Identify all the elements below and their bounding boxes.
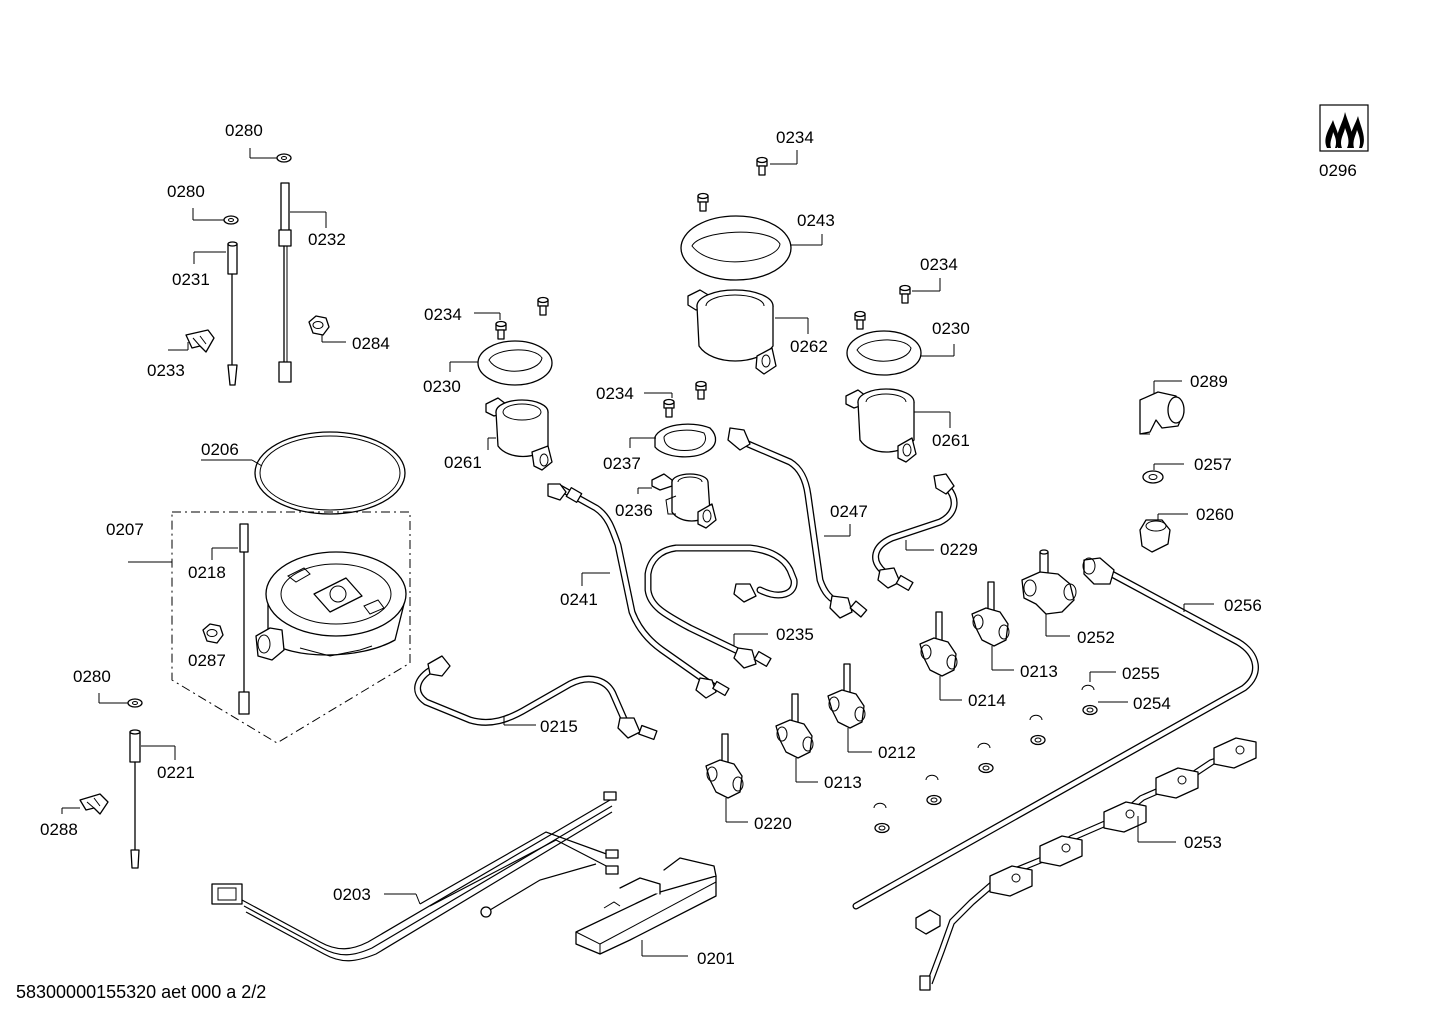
- valve-0213-upper: 0213: [971, 581, 1058, 681]
- label-0234-left: 0234: [424, 305, 462, 324]
- washer-0280-top: 0280: [225, 121, 292, 163]
- label-0215: 0215: [540, 717, 578, 736]
- screw-0234-left: 0234: [424, 296, 549, 340]
- label-0206: 0206: [201, 440, 239, 459]
- label-0212: 0212: [878, 743, 916, 762]
- label-0241: 0241: [560, 590, 598, 609]
- gasket-0230-right: 0230: [846, 319, 970, 376]
- thermocouple-0231: 0231: [172, 241, 238, 386]
- gas-rail-0256: 0256: [852, 557, 1262, 910]
- label-0280-mid: 0280: [167, 182, 205, 201]
- circlip-0255: 0255: [873, 664, 1160, 809]
- label-0203: 0203: [333, 885, 371, 904]
- label-0230-right: 0230: [932, 319, 970, 338]
- screw-0234-right: 0234: [854, 255, 958, 330]
- logo-label: 0296: [1319, 161, 1357, 180]
- label-0207: 0207: [106, 520, 144, 539]
- label-0260: 0260: [1196, 505, 1234, 524]
- gasket-0206: 0206: [201, 431, 406, 515]
- burner-assembly-0207: 0207: [106, 511, 411, 744]
- label-0253: 0253: [1184, 833, 1222, 852]
- label-0234-centre: 0234: [596, 384, 634, 403]
- label-0234-top: 0234: [776, 128, 814, 147]
- gasket-0243: 0243: [680, 211, 835, 281]
- label-0287: 0287: [188, 651, 226, 670]
- valve-0220: 0220: [705, 733, 792, 833]
- burner-cup-0236: 0236: [615, 473, 717, 529]
- label-0221: 0221: [157, 763, 195, 782]
- label-0247: 0247: [830, 502, 868, 521]
- washer-0280-mid: 0280: [167, 182, 239, 225]
- label-0252: 0252: [1077, 628, 1115, 647]
- label-0234-right: 0234: [920, 255, 958, 274]
- gasket-0237: 0237: [603, 423, 717, 473]
- label-0261-right: 0261: [932, 431, 970, 450]
- label-0229: 0229: [940, 540, 978, 559]
- screw-0234-top: 0234: [697, 128, 814, 212]
- label-0218: 0218: [188, 563, 226, 582]
- label-0236: 0236: [615, 501, 653, 520]
- label-0233: 0233: [147, 361, 185, 380]
- ignition-harness-0253: 0253: [915, 737, 1257, 991]
- label-0280-low: 0280: [73, 667, 111, 686]
- label-0261-left: 0261: [444, 453, 482, 472]
- elbow-fitting-0289: 0289: [1139, 372, 1228, 435]
- thermocouple-0221: 0221: [129, 729, 195, 869]
- burner-cup-0262: 0262: [687, 289, 828, 375]
- label-0257: 0257: [1194, 455, 1232, 474]
- gasket-0230-left: 0230: [423, 340, 553, 396]
- o-ring-0254: 0254: [874, 694, 1171, 834]
- pipe-0235: 0235: [644, 544, 814, 669]
- document-code-footer: 58300000155320 aet 000 a 2/2: [16, 982, 266, 1002]
- burner-cup-0261-left: 0261: [444, 397, 553, 472]
- label-0280-top: 0280: [225, 121, 263, 140]
- pipe-0241: 0241: [547, 483, 730, 699]
- valve-0252: 0252: [1021, 549, 1115, 647]
- label-0288: 0288: [40, 820, 78, 839]
- label-0235: 0235: [776, 625, 814, 644]
- label-0231: 0231: [172, 270, 210, 289]
- thermocouple-0218: 0218: [188, 523, 250, 715]
- screw-0234-centre: 0234: [596, 380, 707, 418]
- nut-0287: 0287: [188, 623, 226, 670]
- label-0243: 0243: [797, 211, 835, 230]
- valve-0212: 0212: [827, 663, 916, 762]
- wire-harness-0203: 0203: [211, 791, 619, 962]
- clip-0288: 0288: [40, 793, 109, 839]
- valve-0213-lower: 0213: [775, 693, 862, 792]
- label-0213-upper: 0213: [1020, 662, 1058, 681]
- thermocouple-0232: 0232: [278, 182, 346, 383]
- label-0254: 0254: [1133, 694, 1171, 713]
- label-0262: 0262: [790, 337, 828, 356]
- washer-0280-low: 0280: [73, 667, 143, 708]
- flame-logo: 0296: [1319, 104, 1369, 180]
- label-0289: 0289: [1190, 372, 1228, 391]
- flame-icon: [1325, 112, 1364, 148]
- clip-0233: 0233: [147, 329, 215, 380]
- label-0255: 0255: [1122, 664, 1160, 683]
- nut-0284: 0284: [308, 315, 390, 353]
- label-0232: 0232: [308, 230, 346, 249]
- nut-0260: 0260: [1139, 505, 1234, 553]
- burner-cup-0261-right: 0261: [845, 388, 970, 463]
- label-0256: 0256: [1224, 596, 1262, 615]
- pipe-0215: 0215: [414, 655, 658, 741]
- label-0230-left: 0230: [423, 377, 461, 396]
- valve-0214: 0214: [919, 611, 1006, 710]
- pipe-0229: 0229: [872, 473, 978, 591]
- label-0284: 0284: [352, 334, 390, 353]
- label-0220: 0220: [754, 814, 792, 833]
- ignition-module-0201: 0201: [575, 857, 735, 968]
- label-0214: 0214: [968, 691, 1006, 710]
- pipe-0247: 0247: [727, 427, 868, 619]
- label-0237: 0237: [603, 454, 641, 473]
- washer-0257: 0257: [1142, 455, 1232, 484]
- label-0201: 0201: [697, 949, 735, 968]
- label-0213-lower: 0213: [824, 773, 862, 792]
